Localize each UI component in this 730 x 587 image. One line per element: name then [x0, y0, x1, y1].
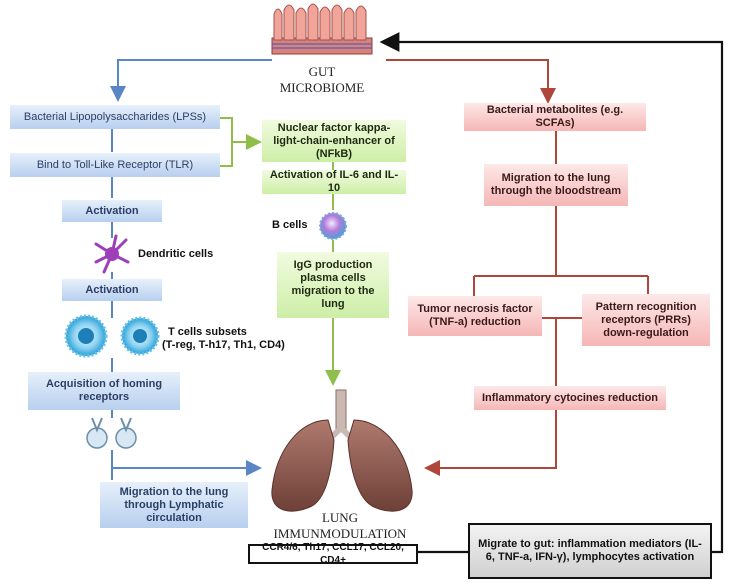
t-cells-label: T cells subsets (T-reg, T-h17, Th1, CD4): [162, 326, 285, 352]
black-connector: [379, 32, 724, 554]
activation-text-1: Activation: [85, 204, 139, 217]
t-cell-icon: [64, 314, 108, 358]
tlr-box: Bind to Toll-Like Receptor (TLR): [10, 153, 220, 177]
b-cells-label: B cells: [272, 219, 308, 231]
homing-receptors-box: Acquisition of homing receptors: [28, 372, 180, 410]
blue-connector: [110, 59, 272, 480]
prr-text: Pattern recognition receptors (PRRs) dow…: [595, 300, 697, 339]
lymphatic-migration-box: Migration to the lung through Lymphatic …: [100, 482, 248, 528]
activation-box-2: Activation: [62, 279, 162, 301]
t-cells-label-line-1: T cells subsets: [168, 326, 247, 338]
red-connector: [386, 59, 649, 476]
activation-box-1: Activation: [62, 200, 162, 222]
dendritic-cells-label: Dendritic cells: [138, 248, 214, 260]
bloodstream-migration-box: Migration to the lung through the bloods…: [484, 164, 628, 206]
nfkb-box: Nuclear factor kappa-light-chain-enhance…: [262, 120, 406, 162]
gut-title-line-2: MICROBIOME: [279, 80, 365, 95]
lps-text: Bacterial Lipopolysaccharides (LPSs): [23, 110, 207, 123]
homing-receptor-icon: [86, 417, 137, 449]
t-cells-label-line-2: (T-reg, T-h17, Th1, CD4): [162, 339, 285, 351]
chemokines-text: CCR4/6, Th17, CCL17, CCL20, CD4+: [262, 542, 404, 566]
cytokines-text: Inflammatory cytocines reduction: [481, 391, 659, 404]
il-activation-box: Activation of IL-6 and IL-10: [262, 169, 406, 194]
dendritic-cell-icon: [94, 234, 130, 274]
lungs-icon: [271, 389, 413, 512]
gut-title-line-1: GUT: [308, 64, 336, 79]
lps-box: Bacterial Lipopolysaccharides (LPSs): [10, 105, 220, 129]
gut-villi-icon: [271, 3, 373, 55]
tnf-box: Tumor necrosis factor (TNF-a) reduction: [408, 296, 542, 336]
il-activation-text: Activation of IL-6 and IL-10: [269, 169, 399, 194]
lymphatic-migration-text: Migration to the lung through Lymphatic …: [119, 485, 229, 524]
migrate-to-gut-box: Migrate to gut: inflammation mediators (…: [468, 523, 712, 579]
nfkb-text: Nuclear factor kappa-light-chain-enhance…: [273, 121, 395, 160]
metabolites-text: Bacterial metabolites (e.g. SCFAs): [486, 104, 624, 129]
igg-text: IgG production plasma cells migration to…: [291, 259, 375, 310]
metabolites-box: Bacterial metabolites (e.g. SCFAs): [464, 103, 646, 131]
cytokines-box: Inflammatory cytocines reduction: [474, 386, 666, 410]
lung-title-line-2: IMMUNMODULATION: [273, 526, 407, 541]
b-cell-icon: [319, 212, 347, 240]
chemokines-box: CCR4/6, Th17, CCL17, CCL20, CD4+: [248, 542, 418, 566]
homing-text: Acquisition of homing receptors: [45, 378, 163, 403]
lung-title-line-1: LUNG: [321, 510, 359, 525]
t-cell-icon: [120, 316, 160, 356]
migrate-to-gut-text: Migrate to gut: inflammation mediators (…: [478, 538, 702, 563]
green-connector: [220, 117, 341, 386]
tlr-text: Bind to Toll-Like Receptor (TLR): [36, 158, 194, 171]
prr-box: Pattern recognition receptors (PRRs) dow…: [582, 294, 710, 346]
bloodstream-migration-text: Migration to the lung through the bloods…: [490, 172, 622, 197]
igg-box: IgG production plasma cells migration to…: [277, 252, 389, 318]
gut-microbiome-title: GUT MICROBIOME: [272, 64, 372, 96]
activation-text-2: Activation: [85, 283, 139, 296]
tnf-text: Tumor necrosis factor (TNF-a) reduction: [417, 303, 533, 328]
lung-immunmodulation-title: LUNG IMMUNMODULATION: [240, 510, 440, 542]
